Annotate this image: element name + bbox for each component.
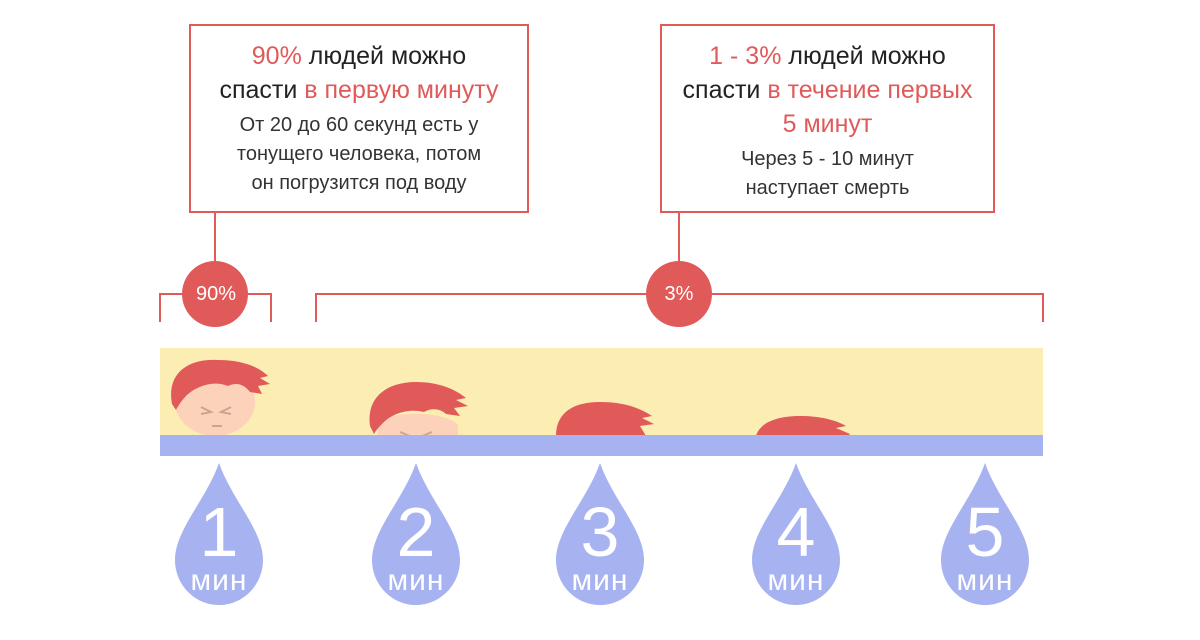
drop-2-unit: мин xyxy=(387,564,445,597)
card-right-desc-line: наступает смерть xyxy=(745,177,910,199)
drop-4-number: 4 xyxy=(776,493,816,571)
water-drop-icon xyxy=(372,463,460,605)
card-left-percent: 90% xyxy=(251,42,302,70)
water-drop-icon xyxy=(556,463,644,605)
drop-4-unit: мин xyxy=(767,564,825,597)
badge-3-circle xyxy=(646,261,712,327)
info-card-first-five-minutes: 1 - 3% людей можно спасти в течение перв… xyxy=(660,24,995,213)
card-right-desc-line: Через 5 - 10 минут xyxy=(741,148,914,170)
card-right-headline-text-2: спасти xyxy=(682,76,768,104)
water-drop-icon xyxy=(941,463,1029,605)
drop-1-number: 1 xyxy=(199,493,239,571)
drop-1-unit: мин xyxy=(190,564,248,597)
water-drop-icon xyxy=(752,463,840,605)
drop-5-number: 5 xyxy=(965,493,1005,571)
drowning-head-icon xyxy=(756,416,850,436)
info-card-first-minute: 90% людей можно спасти в первую минуту О… xyxy=(189,24,529,213)
card-left-desc-line: он погрузится под воду xyxy=(251,172,467,194)
drowning-head-icon xyxy=(556,402,654,436)
drop-2-number: 2 xyxy=(396,493,436,571)
card-right-percent: 1 - 3% xyxy=(709,42,782,70)
badge-90-label: 90% xyxy=(195,283,237,305)
card-right-headline-highlight-2: 5 минут xyxy=(782,110,873,138)
drop-5-unit: мин xyxy=(956,564,1014,597)
drop-3-number: 3 xyxy=(580,493,620,571)
card-left-headline-text-2: спасти xyxy=(219,76,305,104)
card-right-description: Через 5 - 10 минут наступает смерть xyxy=(662,145,993,203)
water-drop-icon xyxy=(175,463,263,605)
card-right-headline-highlight: в течение первых xyxy=(767,76,973,104)
card-left-headline-text: людей можно xyxy=(301,42,467,70)
card-left-desc-line: тонущего человека, потом xyxy=(236,143,482,165)
card-left-description: От 20 до 60 секунд есть у тонущего челов… xyxy=(191,111,527,198)
card-right-headline: 1 - 3% людей можно спасти в течение перв… xyxy=(662,39,993,141)
card-left-headline-highlight: в первую минуту xyxy=(304,76,499,104)
card-right-headline-text: людей можно xyxy=(781,42,946,70)
card-left-headline: 90% людей можно спасти в первую минуту xyxy=(191,39,527,107)
drop-3-unit: мин xyxy=(571,564,629,597)
badge-3-label: 3% xyxy=(664,283,694,305)
water-band xyxy=(160,435,1043,456)
card-left-desc-line: От 20 до 60 секунд есть у xyxy=(239,114,479,136)
drowning-head-icon xyxy=(171,359,270,436)
badge-90-circle xyxy=(182,261,248,327)
